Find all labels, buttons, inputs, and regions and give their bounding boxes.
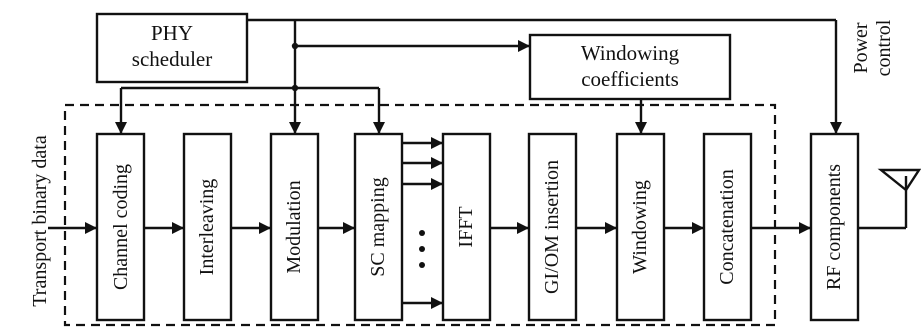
modulation-label: Modulation [283, 180, 305, 273]
rf-components-label: RF components [823, 164, 845, 290]
baseband-enclosure [63, 103, 777, 327]
ifft-label: IFFT [455, 206, 477, 247]
input-label: Transport binary data [29, 135, 51, 307]
windowing-coefficients-label-line2: coefficients [581, 67, 679, 91]
gi-om-insertion-label: GI/OM insertion [541, 160, 563, 294]
windowing-label: Windowing [629, 180, 651, 274]
ellipsis-dot-2 [419, 246, 425, 252]
ellipsis-dot-3 [419, 262, 425, 268]
channel-coding-label: Channel coding [110, 164, 132, 290]
windowing-coefficients-box [528, 33, 732, 101]
windowing-box [615, 132, 666, 322]
concatenation-box [702, 132, 753, 322]
phy-scheduler-label-line1: PHY [151, 21, 193, 45]
sc-mapping-box [353, 132, 404, 322]
windowing-coefficients-label-line1: Windowing [581, 41, 680, 65]
sc-mapping-label: SC mapping [367, 177, 389, 276]
channel-coding-box [95, 132, 146, 322]
antenna-icon [877, 168, 921, 192]
interleaving-label: Interleaving [196, 179, 218, 276]
phy-scheduler-box [95, 12, 249, 84]
concatenation-label: Concatenation [716, 169, 738, 285]
ellipsis-dot-1 [419, 230, 425, 236]
power-control-label-line1: Power [850, 22, 872, 73]
power-control-label-line2: control [873, 19, 895, 76]
interleaving-box [182, 132, 233, 322]
modulation-box [269, 132, 320, 322]
gi-om-insertion-box [527, 132, 578, 322]
phy-scheduler-label-line2: scheduler [132, 47, 212, 71]
